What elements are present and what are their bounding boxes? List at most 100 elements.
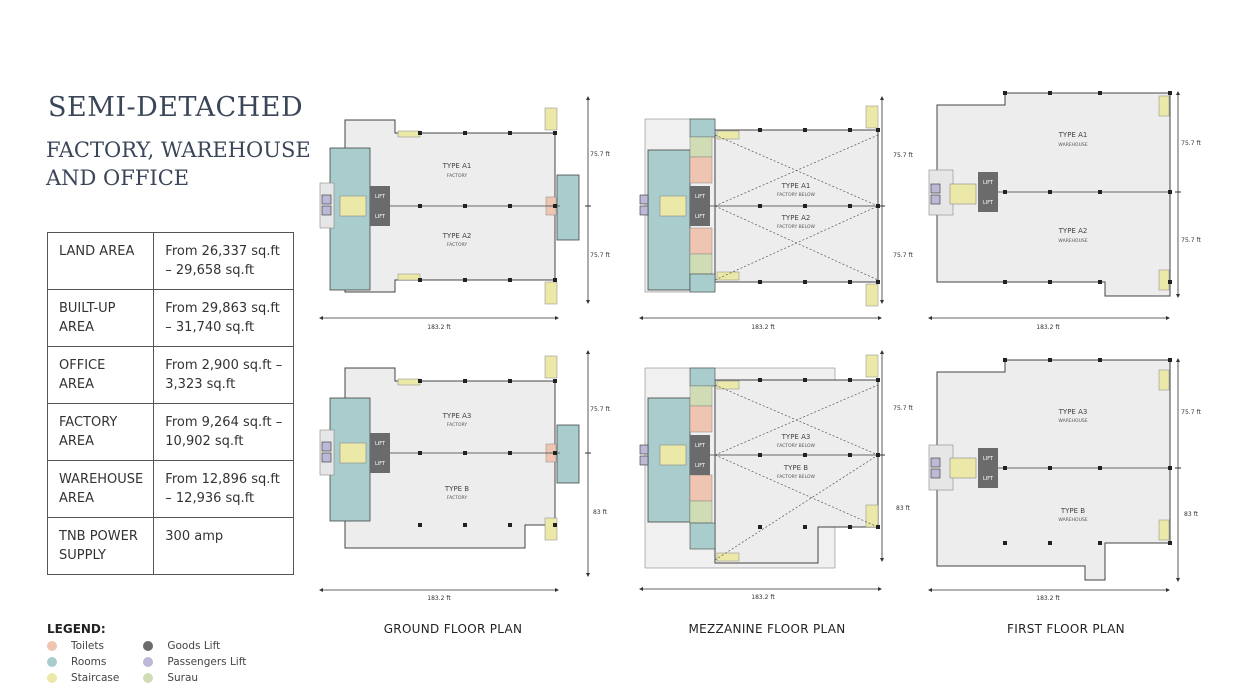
column xyxy=(1168,190,1172,194)
passenger-lift xyxy=(639,194,649,205)
unit-label: TYPE B xyxy=(1060,507,1085,515)
column xyxy=(508,204,512,208)
dimension-label: 75.7 ft xyxy=(1181,237,1201,244)
column xyxy=(508,131,512,135)
rooms xyxy=(689,118,716,138)
lift-label: LIFT xyxy=(695,214,706,220)
spec-label: LAND AREA xyxy=(46,232,155,290)
staircase xyxy=(865,354,879,378)
dimension-label: 75.7 ft xyxy=(590,151,610,158)
dimension-label: 183.2 ft xyxy=(751,324,775,331)
staircase xyxy=(339,195,367,217)
passenger-lift xyxy=(639,444,649,455)
column xyxy=(508,278,512,282)
staircase xyxy=(716,380,740,390)
lift-label: LIFT xyxy=(695,194,706,200)
toilets-swatch-icon xyxy=(47,641,57,651)
column xyxy=(803,204,807,208)
staircase xyxy=(1158,519,1170,541)
column xyxy=(553,204,557,208)
column xyxy=(1098,466,1102,470)
passenger-lift xyxy=(639,205,649,216)
column xyxy=(1048,541,1052,545)
surau xyxy=(689,136,713,158)
column xyxy=(508,451,512,455)
unit-label: TYPE A3 xyxy=(781,433,811,441)
spec-value: From 9,264 sq.ft – 10,902 sq.ft xyxy=(153,403,294,461)
column xyxy=(1098,190,1102,194)
dimension-label: 183.2 ft xyxy=(1036,324,1060,331)
staircase xyxy=(397,130,421,138)
column xyxy=(876,378,880,382)
legend-item-goods-lift: Goods Lift xyxy=(143,638,246,654)
unit-use: WAREHOUSE xyxy=(1058,517,1087,523)
column xyxy=(553,278,557,282)
rooms xyxy=(647,149,691,291)
rooms xyxy=(556,174,580,241)
column xyxy=(418,131,422,135)
staircase xyxy=(865,504,879,528)
unit-label: TYPE A2 xyxy=(781,214,811,222)
lift-label: LIFT xyxy=(983,456,994,462)
spec-value: From 29,863 sq.ft – 31,740 sq.ft xyxy=(153,289,294,347)
lobby xyxy=(928,444,954,491)
lift-label: LIFT xyxy=(983,476,994,482)
column xyxy=(1048,466,1052,470)
toilet xyxy=(689,474,713,502)
unit-label: TYPE B xyxy=(444,485,469,493)
column xyxy=(1003,280,1007,284)
column xyxy=(553,523,557,527)
rooms-swatch-icon xyxy=(47,657,57,667)
column xyxy=(418,523,422,527)
column xyxy=(848,453,852,457)
rooms xyxy=(689,367,716,387)
unit-use: FACTORY BELOW xyxy=(777,443,815,449)
toilet xyxy=(689,156,713,184)
first-floor-plan-top: LIFT LIFT TYPE A1 WAREHOUSE TYPE A2 WARE… xyxy=(928,91,1201,331)
surau xyxy=(689,500,713,524)
legend: LEGEND: Toilets Rooms Staircase Goods Li… xyxy=(47,622,246,686)
column xyxy=(1168,91,1172,95)
column xyxy=(1003,466,1007,470)
dimension-label: 75.7 ft xyxy=(590,252,610,259)
lift-label: LIFT xyxy=(983,180,994,186)
column xyxy=(1098,280,1102,284)
subtitle-line-1: FACTORY, WAREHOUSE xyxy=(46,138,311,162)
goods-lift xyxy=(370,206,390,226)
passenger-lift xyxy=(930,468,941,479)
dimension-label: 183.2 ft xyxy=(427,595,451,602)
goods-lift xyxy=(370,186,390,206)
lift-label: LIFT xyxy=(695,463,706,469)
unit-use: FACTORY xyxy=(447,242,467,248)
passenger-lift xyxy=(930,194,941,205)
column xyxy=(1048,280,1052,284)
unit-use: WAREHOUSE xyxy=(1058,142,1087,148)
spec-label: FACTORY AREA xyxy=(46,403,155,461)
first-floor-plan-title: FIRST FLOOR PLAN xyxy=(1007,622,1125,636)
staircase xyxy=(716,271,740,281)
column xyxy=(553,131,557,135)
column xyxy=(758,453,762,457)
unit-label: TYPE A2 xyxy=(1058,227,1088,235)
column xyxy=(463,204,467,208)
legend-title: LEGEND: xyxy=(47,622,106,636)
column xyxy=(876,204,880,208)
column xyxy=(803,280,807,284)
staircase xyxy=(659,195,687,217)
column xyxy=(1098,541,1102,545)
staircase xyxy=(544,107,558,131)
spec-label: BUILT-UP AREA xyxy=(46,289,155,347)
column xyxy=(418,451,422,455)
legend-label: Toilets xyxy=(71,640,104,652)
dimension-label: 183.2 ft xyxy=(1036,595,1060,602)
column xyxy=(1048,91,1052,95)
goods-lift xyxy=(978,468,998,488)
column xyxy=(848,525,852,529)
unit-use: FACTORY xyxy=(447,422,467,428)
legend-item-surau: Surau xyxy=(143,670,246,686)
dimension-label: 83 ft xyxy=(1184,511,1199,518)
legend-item-passengers-lift: Passengers Lift xyxy=(143,654,246,670)
rooms xyxy=(556,424,580,484)
column xyxy=(1168,466,1172,470)
